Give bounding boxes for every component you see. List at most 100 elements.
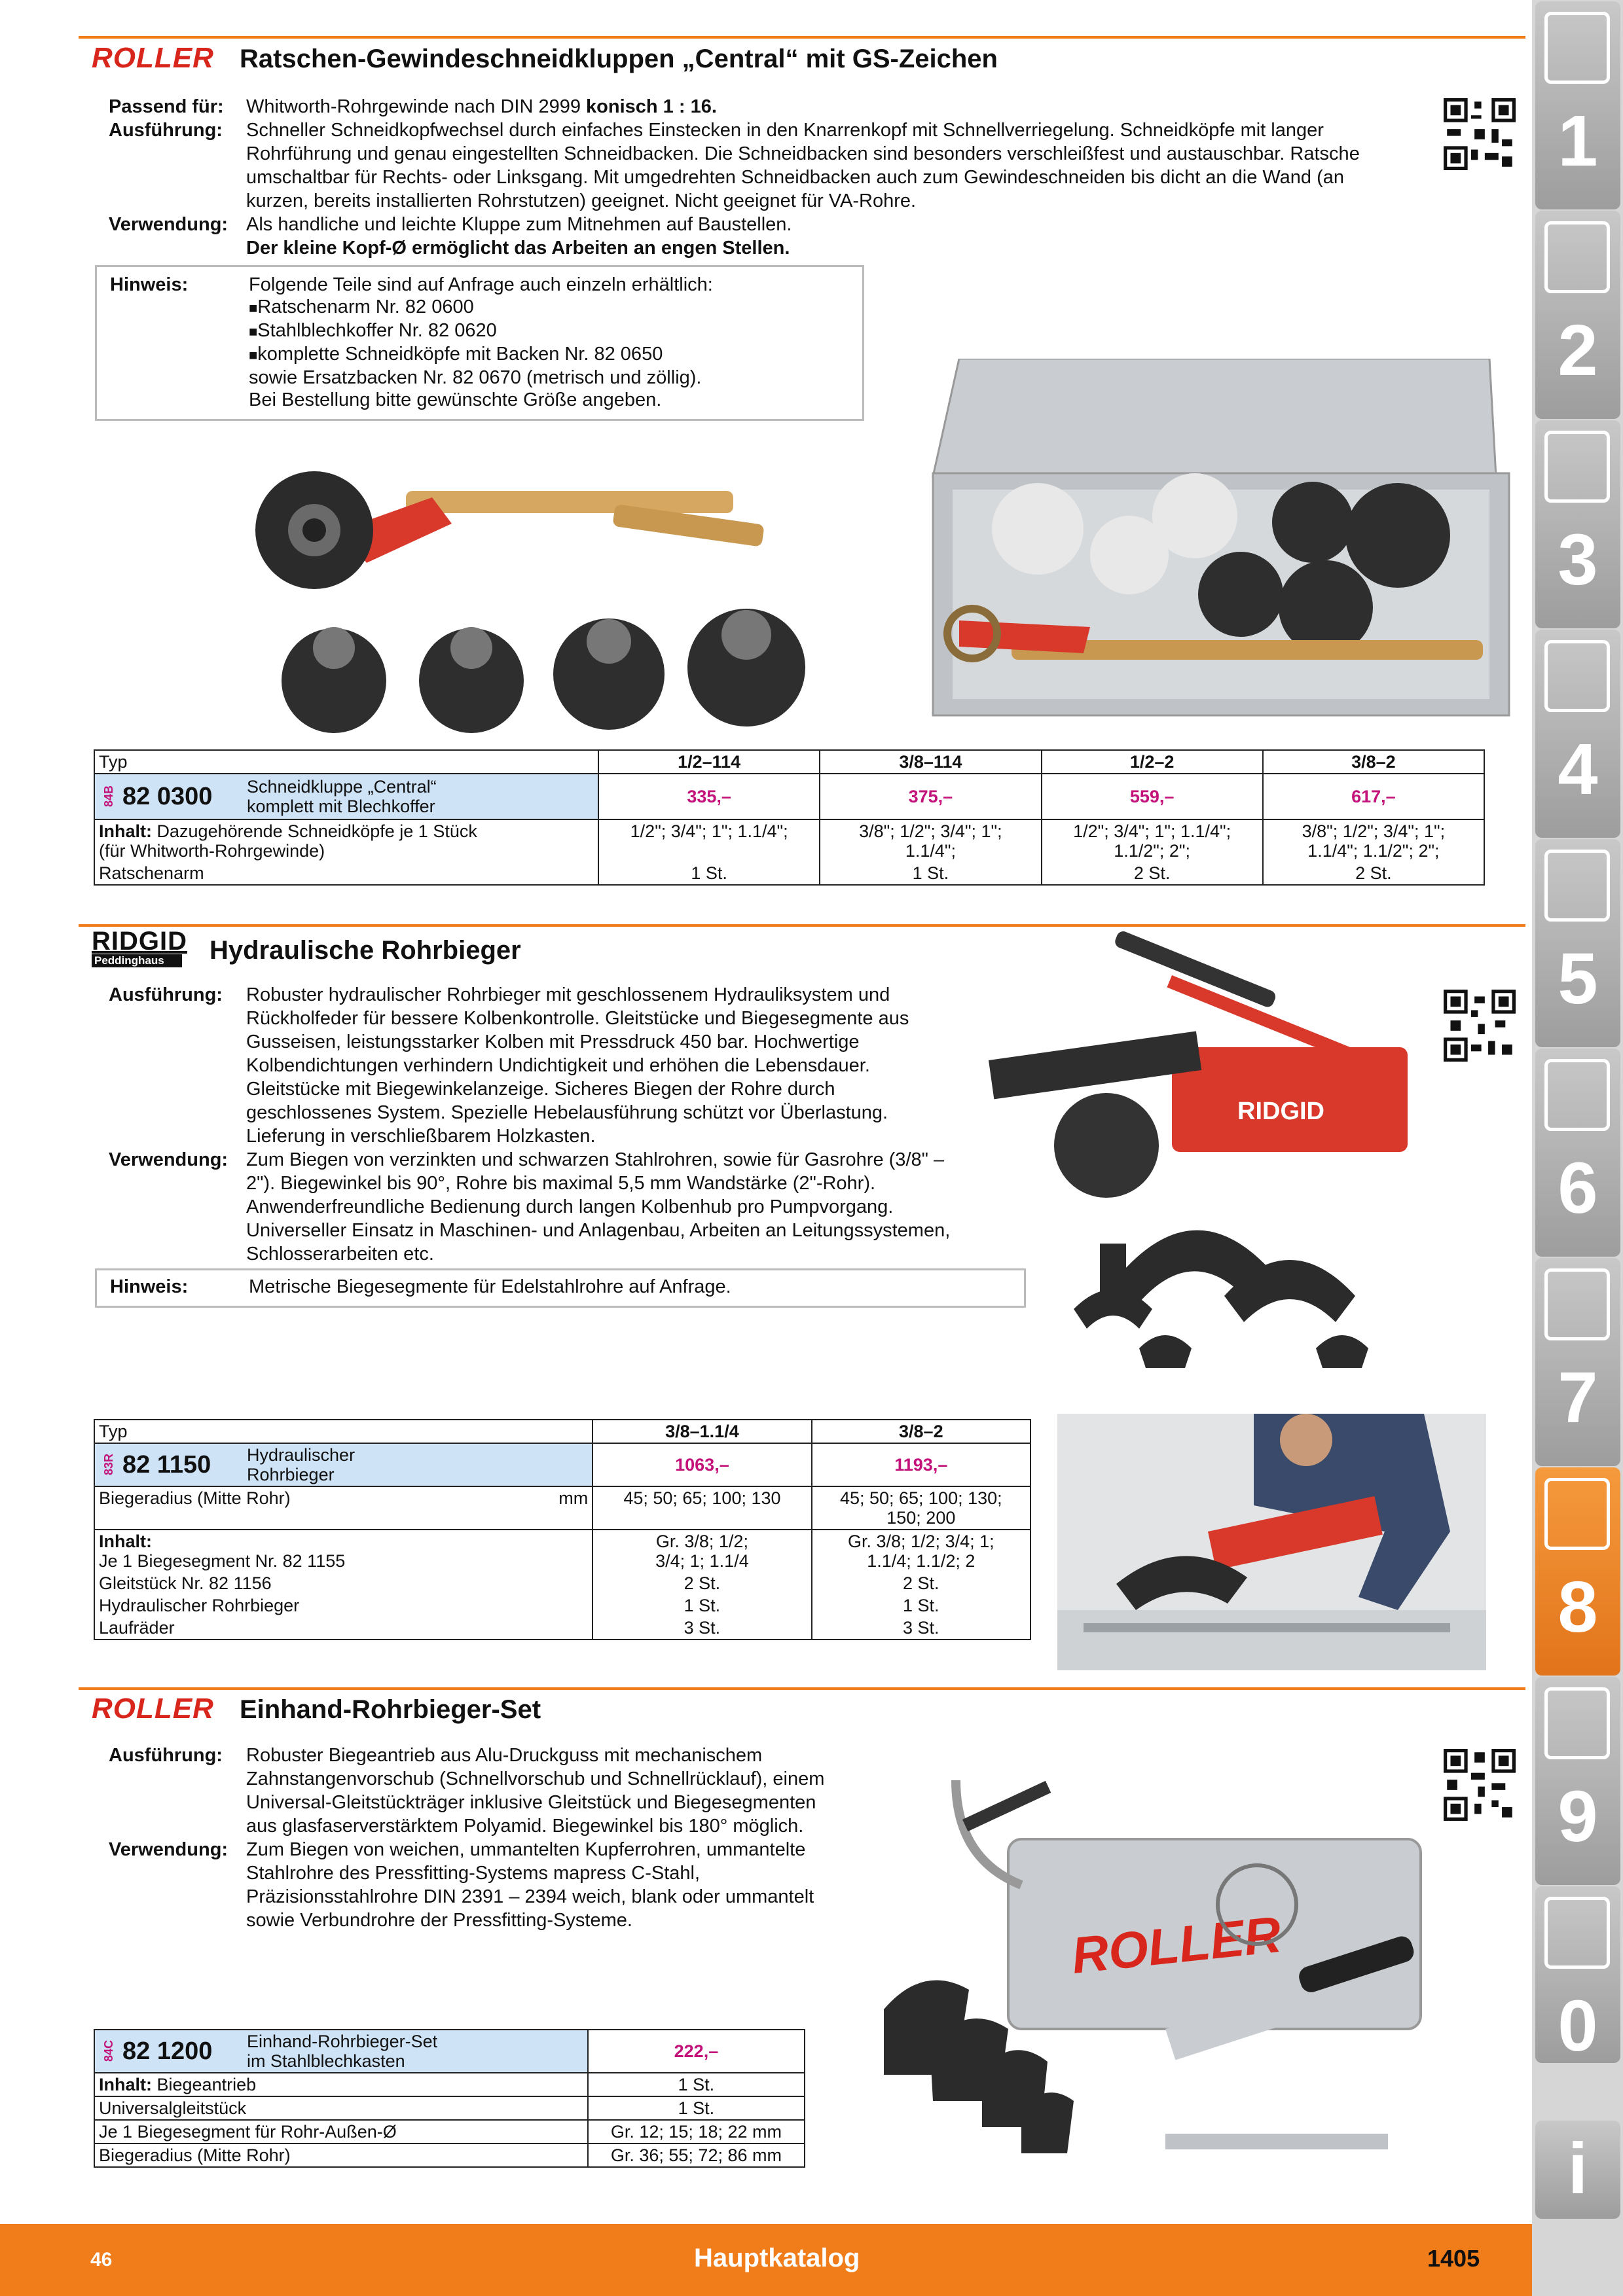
heads-value: 3/8"; 1/2"; 3/4"; 1"; [859, 821, 1002, 841]
article-tag: 84C [102, 2040, 115, 2062]
roller-logo: ROLLER [92, 42, 214, 74]
chapter-tab-1[interactable]: 1 [1535, 1, 1620, 209]
row-value: 1.1/4; 1.1/2; 2 [867, 1551, 976, 1571]
chapter-tab-4[interactable]: 4 [1535, 630, 1620, 838]
roller-logo: ROLLER [92, 1693, 214, 1725]
row-value: 2 St. [811, 1572, 1032, 1594]
chapter-tab-8[interactable]: 8 [1535, 1467, 1620, 1676]
chapter-number: 2 [1558, 310, 1598, 391]
safety-goggles-icon [1544, 1897, 1610, 1969]
chapter-number: 1 [1558, 101, 1598, 181]
row-label: Je 1 Biegesegment Nr. 82 1155 [99, 1551, 346, 1571]
hint-bullet: Stahlblechkoffer Nr. 82 0620 [249, 319, 713, 343]
row-value: Gr. 12; 15; 18; 22 mm [587, 2119, 806, 2144]
article-number: 82 1150 [122, 1451, 211, 1479]
chapter-tab-6[interactable]: 6 [1535, 1049, 1620, 1257]
description-block: Ausführung: Robuster hydraulischer Rohrbi… [109, 983, 960, 1266]
text: Robuster hydraulischer Rohrbieger mit ge… [246, 984, 909, 1147]
text: Schneller Schneidkopfwechsel durch einfa… [246, 120, 1360, 211]
catalog-name: Hauptkatalog [694, 2244, 860, 2272]
row-label: Je 1 Biegesegment für Rohr-Außen-Ø [94, 2119, 589, 2144]
chapter-number: 4 [1558, 729, 1598, 810]
svg-text:RIDGID: RIDGID [1237, 1098, 1324, 1125]
row-value: 3/4; 1; 1.1/4 [655, 1551, 749, 1571]
section-title: Ratschen-Gewindeschneidkluppen „Central“… [240, 45, 998, 73]
ratchet-threader-photo [255, 471, 805, 733]
section-rule [79, 1687, 1525, 1690]
product-table-1: Typ 1/2–114 3/8–114 1/2–2 3/8–2 84B 82 0… [93, 749, 1486, 886]
hint-bullet: komplette Schneidköpfe mit Backen Nr. 82… [249, 343, 713, 367]
price: 222,– [587, 2029, 806, 2073]
arm-label: Ratschenarm [93, 862, 600, 886]
row-value: Gr. 3/8; 1/2; 3/4; 1; [847, 1532, 994, 1551]
article-number: 82 1200 [122, 2037, 213, 2065]
label: Verwendung: [109, 214, 228, 235]
article-number: 82 0300 [122, 783, 213, 810]
chapter-tab-info[interactable]: i [1535, 2121, 1620, 2219]
clamp-icon [1544, 431, 1610, 503]
chapter-tab-2[interactable]: 2 [1535, 211, 1620, 419]
article-desc: Hydraulischer [247, 1445, 356, 1465]
text-bold: konisch 1 : 16. [586, 96, 717, 117]
heads-value: 1.1/2"; 2"; [1114, 841, 1190, 861]
chapter-tab-9[interactable]: 9 [1535, 1677, 1620, 1885]
price: 335,– [598, 773, 821, 820]
chapter-tab-7[interactable]: 7 [1535, 1258, 1620, 1466]
hint-box: Hinweis: Metrische Biegesegmente für Ede… [95, 1268, 1026, 1308]
chapter-number: 3 [1558, 520, 1598, 600]
row-label: Gleitstück Nr. 82 1156 [93, 1572, 594, 1594]
one-hand-bender-photo: ROLLER [884, 1780, 1422, 2153]
label: Ausführung: [109, 120, 223, 141]
row-value: 1 St. [587, 2096, 806, 2121]
row-label: Biegeradius (Mitte Rohr) [94, 2143, 589, 2168]
inhalt-text: Dazugehörende Schneidköpfe je 1 Stück [156, 821, 477, 841]
inhalt-label: Inhalt: [99, 2075, 152, 2094]
steel-case-photo [932, 359, 1510, 717]
heads-value: 3/8"; 1/2"; 3/4"; 1"; [1302, 821, 1446, 841]
chapter-tab-0[interactable]: 0 [1535, 1886, 1620, 2066]
col-header: 1/2–114 [598, 749, 821, 774]
text: Whitworth-Rohrgewinde nach DIN 2999 [246, 96, 587, 117]
info-icon: i [1567, 2128, 1588, 2209]
chapter-tab-3[interactable]: 3 [1535, 420, 1620, 628]
radius-value: 45; 50; 65; 100; 130; [839, 1488, 1002, 1508]
caliper-icon [1544, 640, 1610, 712]
qr-code [1444, 990, 1516, 1062]
hint-text: Bei Bestellung bitte gewünschte Größe an… [249, 389, 662, 410]
col-header: 3/8–2 [1262, 749, 1486, 774]
section-rule [79, 924, 1525, 927]
qr-code [1444, 98, 1516, 170]
pliers-icon [1544, 1268, 1610, 1340]
label: Ausführung: [109, 984, 223, 1005]
heads-value: 1.1/4"; 1.1/2"; 2"; [1307, 841, 1440, 861]
hint-bullet: Ratschenarm Nr. 82 0600 [249, 296, 713, 319]
article-desc: Rohrbieger [247, 1465, 335, 1484]
arm-value: 1 St. [598, 862, 821, 886]
row-value: 1 St. [587, 2072, 806, 2097]
hint-label: Hinweis: [110, 1276, 189, 1297]
chapter-tab-5[interactable]: 5 [1535, 839, 1620, 1047]
chapter-number: 0 [1558, 1986, 1598, 2066]
hint-text: Metrische Biegesegmente für Edelstahlroh… [249, 1276, 731, 1297]
typ-label: Typ [93, 1419, 594, 1444]
cabinet-icon [1544, 1687, 1610, 1759]
text: Zum Biegen von verzinkten und schwarzen … [246, 1149, 951, 1265]
price: 559,– [1040, 773, 1264, 820]
price: 1193,– [811, 1443, 1032, 1487]
inhalt-text: (für Whitworth-Rohrgewinde) [99, 841, 325, 861]
col-header: 3/8–114 [819, 749, 1042, 774]
radius-value: 150; 200 [886, 1508, 956, 1528]
heads-value: 1/2"; 3/4"; 1"; 1.1/4"; [1073, 821, 1231, 841]
arm-value: 2 St. [1262, 862, 1486, 886]
label: Passend für: [109, 96, 224, 117]
row-value: 1 St. [592, 1594, 812, 1617]
row-value: 2 St. [592, 1572, 812, 1594]
text: Als handliche und leichte Kluppe zum Mit… [246, 214, 792, 235]
row-value: 3 St. [811, 1617, 1032, 1640]
hint-text: Folgende Teile sind auf Anfrage auch ein… [249, 274, 713, 295]
row-label: Laufräder [93, 1617, 594, 1640]
chapter-number: 5 [1558, 939, 1598, 1019]
description-block: Passend für: Whitworth-Rohrgewinde nach D… [109, 95, 1392, 260]
section-title: Einhand-Rohrbieger-Set [240, 1695, 541, 1724]
hand-tools-icon [1544, 1059, 1610, 1131]
